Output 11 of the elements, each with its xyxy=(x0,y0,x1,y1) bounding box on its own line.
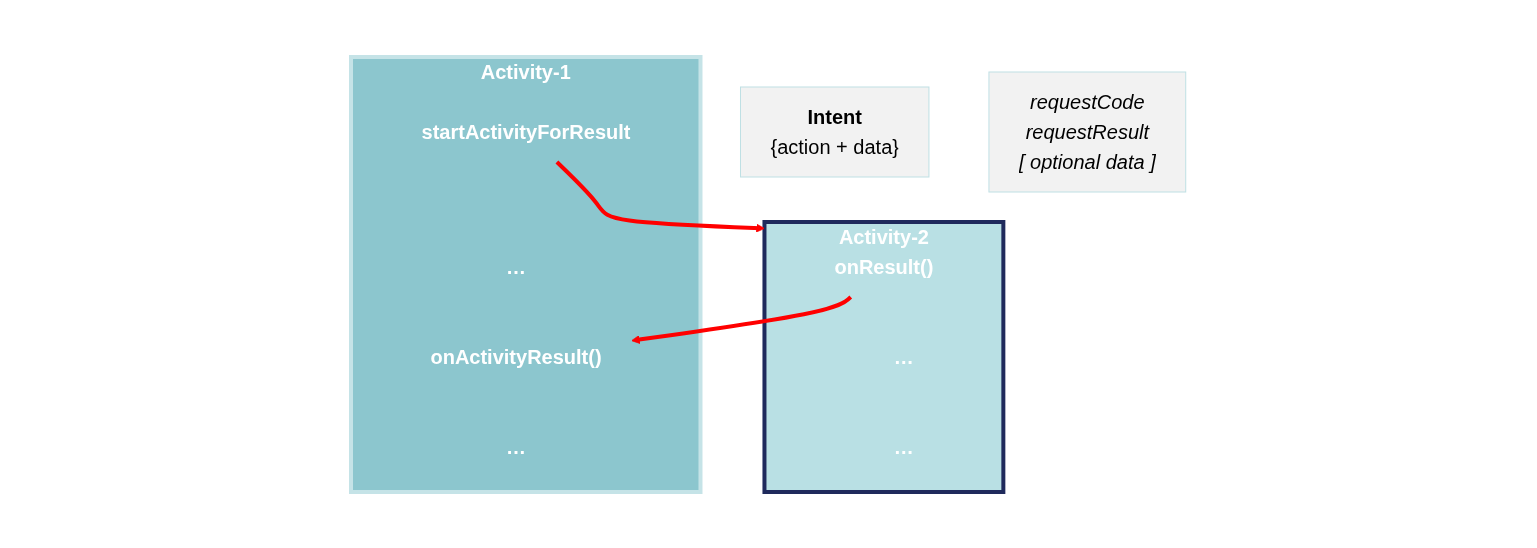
node-text: onActivityResult() xyxy=(430,345,602,368)
node-text: onResult() xyxy=(834,255,934,278)
arrow xyxy=(631,295,853,344)
arrow xyxy=(555,160,765,232)
node-text: … xyxy=(506,255,527,278)
node-box: requestCode requestResult [ optional data ] xyxy=(988,71,1187,192)
node-text: … xyxy=(506,435,527,458)
node-text: startActivityForResult xyxy=(421,120,631,143)
node-text: … xyxy=(893,435,914,458)
node-text: … xyxy=(893,345,914,368)
node-box: Intent {action + data} xyxy=(740,86,930,177)
